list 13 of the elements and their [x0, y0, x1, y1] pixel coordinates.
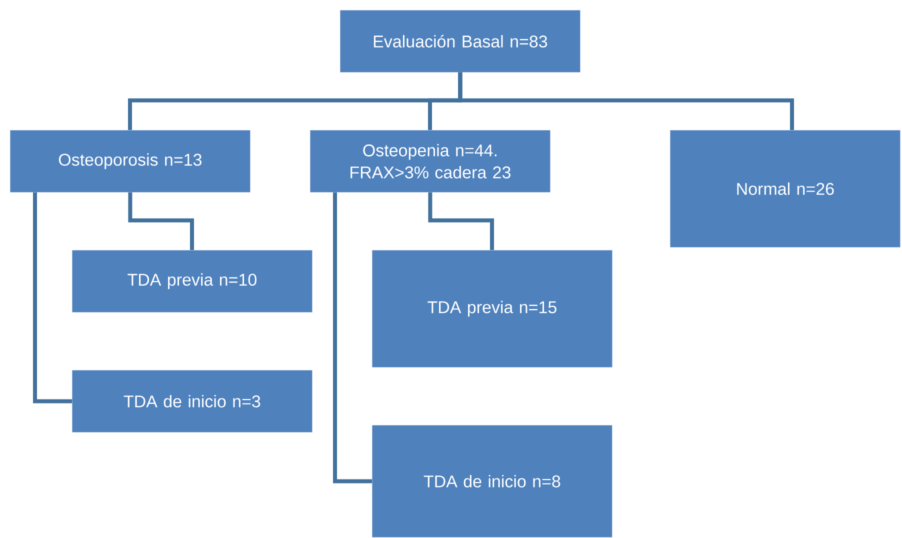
process-box: TDA de inicio n=8 — [372, 425, 612, 538]
connector-line — [428, 192, 494, 250]
process-box: Osteoporosis n=13 — [10, 130, 250, 192]
process-box: Evaluación Basal n=83 — [340, 10, 580, 72]
process-box: TDA previa n=10 — [72, 250, 312, 312]
process-box: Osteopenia n=44. FRAX>3% cadera 23 — [310, 130, 550, 192]
connector-line — [458, 72, 794, 130]
process-box: TDA previa n=15 — [372, 250, 612, 368]
connector-line — [33, 192, 72, 404]
connector-line — [128, 192, 194, 250]
process-box: TDA de inicio n=3 — [72, 370, 312, 432]
process-box: Normal n=26 — [670, 130, 900, 248]
connector-line — [333, 192, 372, 484]
